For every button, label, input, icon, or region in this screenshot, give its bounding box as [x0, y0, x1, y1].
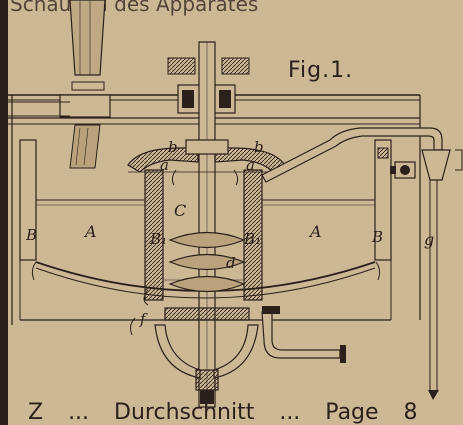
- label-a-left: a: [160, 156, 169, 174]
- flow-arrows: [31, 169, 381, 336]
- inner-cylinder: [144, 169, 263, 301]
- label-A-right: A: [310, 222, 322, 241]
- label-a-right: a: [246, 156, 255, 174]
- label-B-right: B: [372, 228, 384, 246]
- label-B-left: B: [26, 226, 38, 244]
- label-A-left: A: [85, 222, 97, 241]
- label-f: f: [140, 310, 146, 328]
- label-B1-left: B₁: [150, 230, 168, 248]
- label-b-left: b: [168, 138, 178, 156]
- label-b-right: b: [254, 138, 264, 156]
- label-d: d: [226, 254, 236, 272]
- conveyor-screw: [168, 231, 246, 293]
- figure-label: Fig.1.: [288, 58, 354, 83]
- distributor-head: [127, 139, 286, 173]
- page-border-left: [0, 0, 8, 425]
- bottom-caption-fragment: Z ... Durchschnitt ... Page 8: [28, 400, 418, 425]
- bottom-fittings: [154, 306, 346, 404]
- label-C: C: [174, 201, 187, 220]
- label-B1-right: B₁: [244, 230, 262, 248]
- feed-hopper: [0, 0, 111, 169]
- label-g: g: [424, 230, 435, 249]
- overflow-pipe: [261, 127, 463, 400]
